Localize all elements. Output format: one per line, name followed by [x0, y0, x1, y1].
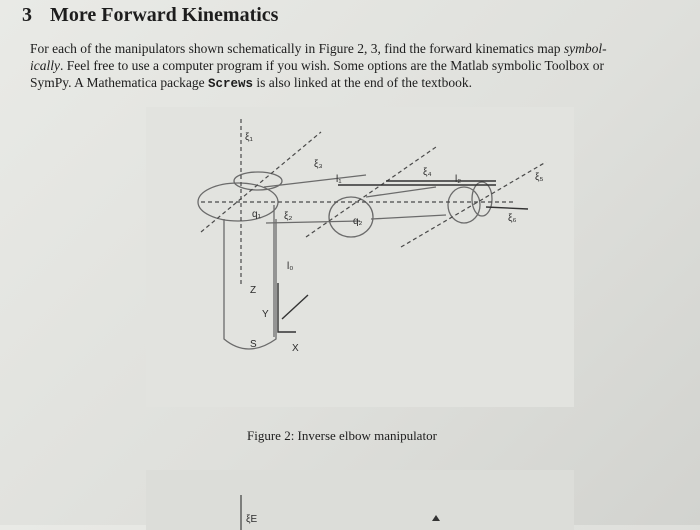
paragraph-text-1: For each of the manipulators shown schem…: [30, 41, 564, 56]
label-q1: q₁: [252, 209, 262, 220]
base-frame-axes: [277, 283, 296, 333]
label-y: Y: [262, 309, 269, 320]
paragraph-text-4: is also linked at the end of the textboo…: [252, 75, 472, 90]
screws-package-name: Screws: [207, 77, 253, 91]
elbow-joint: [328, 196, 374, 238]
first-link: [263, 174, 367, 224]
label-q2: q₂: [353, 216, 363, 227]
label-xiE: ξE: [246, 514, 257, 525]
label-xi1: ξ₁: [245, 132, 253, 143]
label-xi5: ξ₅: [535, 172, 544, 183]
paragraph-emphasis-2: ically: [30, 58, 60, 73]
inverse-elbow-manipulator-sketch: ξ₁ ξ₂ ξ₃ ξ₄ ξ₅ ξ₆ l₀ l₁ l₂ q₁ q₂ Z Y X S: [197, 119, 547, 354]
label-xi4: ξ₄: [423, 167, 432, 178]
label-x: X: [292, 343, 299, 354]
arrow-marker: [432, 515, 440, 521]
xi3-axis: [200, 131, 322, 233]
y-axis: [281, 294, 309, 320]
paragraph-text-3: SymPy. A Mathematica package: [30, 75, 208, 90]
base-cylinder: [223, 219, 277, 350]
xi4-axis: [305, 146, 437, 238]
label-l0: l₀: [287, 261, 293, 272]
paragraph-emphasis-1: symbol-: [563, 41, 607, 56]
xi6-axis: [485, 206, 529, 210]
wrist-end: [471, 181, 493, 217]
xi5-axis: [400, 161, 547, 248]
label-l1: l₁: [336, 174, 342, 185]
label-xi6: ξ₆: [508, 213, 517, 224]
figure-3-image-partial: ξE: [146, 470, 574, 530]
figure-2-caption: Figure 2: Inverse elbow manipulator: [247, 428, 437, 443]
wrist-joint: [447, 186, 481, 224]
label-xi2: ξ₂: [284, 211, 292, 222]
label-l2: l₂: [455, 174, 461, 185]
second-link: [365, 186, 447, 220]
figure-3-sketch-partial: ξE: [240, 495, 440, 530]
figure-2-image: ξ₁ ξ₂ ξ₃ ξ₄ ξ₅ ξ₆ l₀ l₁ l₂ q₁ q₂ Z Y X S: [146, 107, 574, 407]
section-title: More Forward Kinematics: [50, 4, 279, 26]
paragraph-text-2: . Feel free to use a computer program if…: [60, 58, 604, 73]
shoulder-top-cap: [233, 171, 283, 191]
section-heading: 3 More Forward Kinematics: [22, 4, 278, 27]
label-s: S: [250, 339, 257, 350]
problem-paragraph: For each of the manipulators shown schem…: [30, 40, 690, 93]
label-xi3: ξ₃: [314, 159, 323, 170]
label-z: Z: [250, 285, 256, 296]
section-number: 3: [22, 4, 32, 26]
